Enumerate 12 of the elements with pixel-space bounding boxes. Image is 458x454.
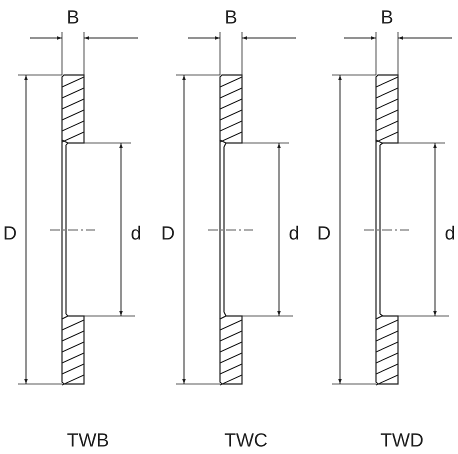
dimension-label: B (224, 8, 238, 28)
dimension-label: d (444, 224, 456, 244)
dimension-label: D (317, 224, 331, 244)
type-label: TWD (380, 432, 424, 450)
dimension-label: D (161, 224, 175, 244)
dimension-label: B (66, 8, 80, 28)
type-label: TWB (66, 432, 110, 450)
dimension-label: D (3, 224, 17, 244)
dimension-label: B (380, 8, 394, 28)
type-label: TWC (224, 432, 268, 450)
dimension-label: d (130, 224, 142, 244)
dimension-label: d (288, 224, 300, 244)
